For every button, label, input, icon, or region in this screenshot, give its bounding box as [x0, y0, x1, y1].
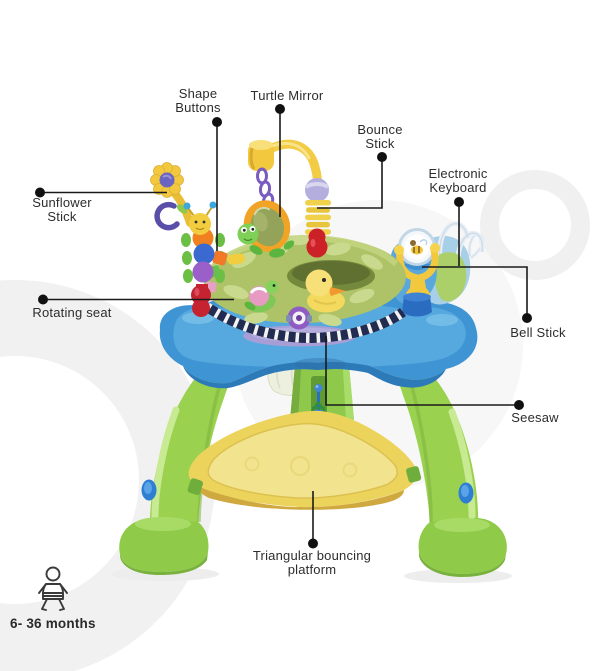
leaf-pattern — [223, 234, 383, 327]
label-shape-buttons: Shape Buttons — [175, 86, 221, 115]
red-base-bead — [191, 284, 211, 317]
label-rotating-seat: Rotating seat — [32, 305, 112, 320]
caterpillar-head — [183, 201, 217, 235]
callout-lines — [40, 109, 528, 543]
rotating-seat-cushion — [204, 234, 406, 344]
callout-dot-turtle-mirror — [275, 104, 285, 114]
callout-dot-bouncing-platform — [308, 538, 318, 549]
label-turtle-mirror: Turtle Mirror — [250, 88, 324, 103]
bouncing-platform — [187, 410, 422, 510]
turtle-seat-toy — [244, 280, 279, 313]
callout-line-bell-stick — [422, 266, 528, 318]
front-right-foot — [418, 518, 507, 574]
baby-icon — [38, 566, 68, 611]
callout-dots — [35, 104, 532, 549]
front-left-leg — [119, 352, 240, 575]
label-sunflower-stick: Sunflower Stick — [32, 195, 92, 224]
turtle-mirror-toy — [237, 139, 323, 258]
label-bounce-stick: Bounce Stick — [357, 122, 403, 151]
platform-clip-right — [406, 466, 422, 483]
callout-dot-bell-stick — [522, 313, 532, 323]
coil-red-base — [306, 228, 328, 258]
platform-clip-left — [187, 478, 204, 495]
callout-line-bounce-stick — [317, 157, 383, 209]
shape-buttons-stack — [181, 201, 245, 317]
spinner-ball — [398, 228, 436, 271]
callout-dot-bounce-stick — [377, 152, 387, 162]
turtle-head — [237, 223, 259, 245]
seat-trim-striped — [204, 302, 406, 344]
c-ring-clip — [154, 201, 180, 231]
callout-dot-electronic-keyboard — [454, 197, 464, 207]
label-bell-stick: Bell Stick — [510, 325, 566, 340]
front-left-foot — [119, 518, 209, 572]
label-seesaw: Seesaw — [511, 410, 559, 425]
callout-dot-shape-buttons — [212, 117, 222, 127]
duck-toy — [305, 269, 346, 313]
purple-wheel-toy — [286, 306, 312, 330]
callout-dot-rotating-seat — [38, 294, 48, 305]
trophy-holder — [394, 243, 440, 317]
age-range-text: 6- 36 months — [10, 616, 96, 631]
label-electronic-keyboard: Electronic Keyboard — [428, 166, 488, 195]
callout-line-seesaw — [325, 336, 519, 406]
label-bouncing-platform: Triangular bouncing platform — [252, 548, 372, 577]
callout-dot-sunflower-stick — [35, 187, 45, 198]
sunflower-stick-toy — [150, 162, 194, 231]
center-post — [267, 354, 354, 420]
callout-dot-seesaw — [514, 400, 524, 410]
bounce-stick-toy — [304, 178, 331, 258]
age-range-badge: 6- 36 months — [10, 566, 130, 631]
